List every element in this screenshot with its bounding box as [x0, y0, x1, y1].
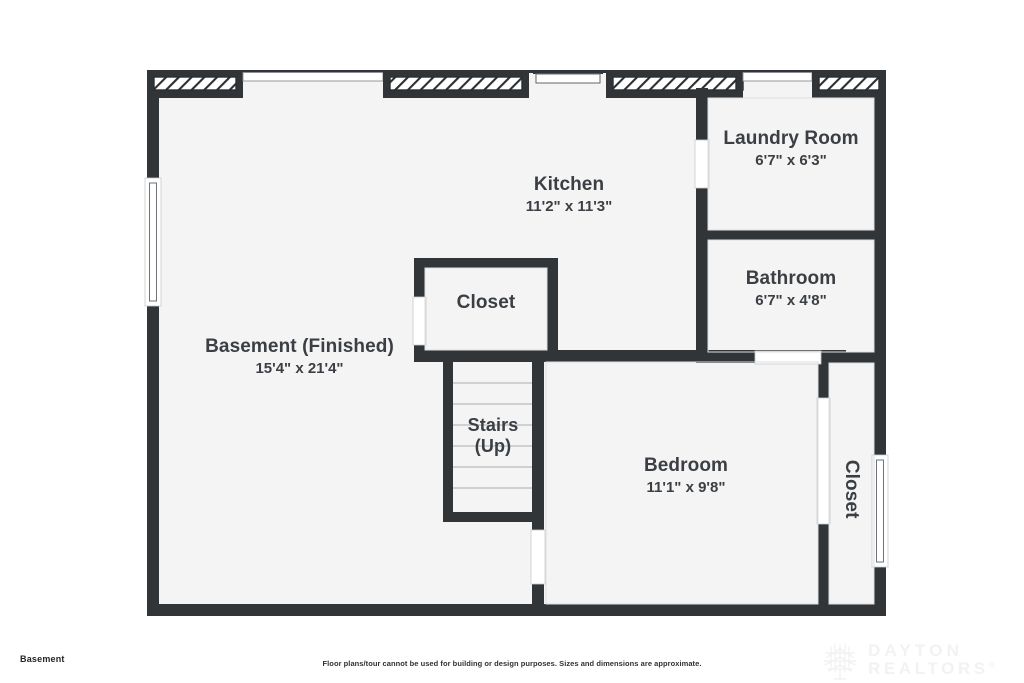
floor-fill	[147, 70, 886, 616]
stair-treads	[453, 382, 532, 489]
door-openings	[412, 139, 831, 585]
exterior-walls	[147, 70, 886, 616]
room-hairlines	[424, 97, 875, 605]
level-label: Basement	[20, 654, 65, 664]
disclaimer-text: Floor plans/tour cannot be used for buil…	[322, 659, 702, 668]
window-openings	[144, 177, 889, 568]
